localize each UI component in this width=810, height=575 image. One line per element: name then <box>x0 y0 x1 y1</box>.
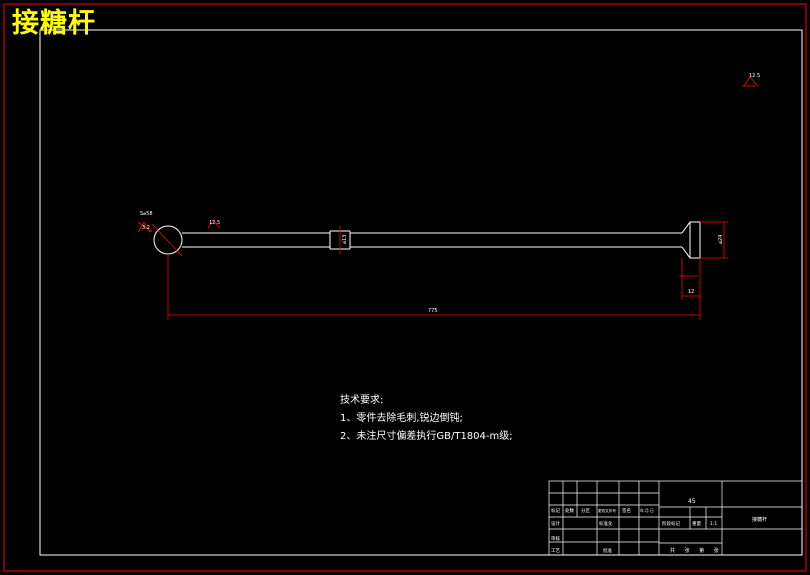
tb-header-1: 处数 <box>565 507 574 514</box>
dim-ball: S⌀58 <box>140 211 153 217</box>
requirement-item-1: 1、零件去除毛刺,锐边倒钝; <box>340 413 463 424</box>
title-block-text: 45 接糖杆 1:1 标记 处数 分区 更改文件号 签名 年.月.日 设计 标准… <box>551 498 767 554</box>
tb-craft: 工艺 <box>551 548 560 554</box>
tb-approve: 批准 <box>603 547 612 554</box>
tb-sheet-info: 共 张 第 张 <box>670 547 723 554</box>
tb-header-3: 更改文件号 <box>598 508 616 513</box>
tb-header-5: 年.月.日 <box>640 508 654 513</box>
dimension-labels: S⌀58 3.2 12.5 ⌀13 ⌀24 12 775 12.5 <box>140 73 760 314</box>
tb-scale: 1:1 <box>710 521 717 527</box>
dim-shaft-rough: 12.5 <box>209 220 220 226</box>
tb-header-2: 分区 <box>581 507 590 514</box>
requirements-heading: 技术要求: <box>340 395 384 406</box>
tb-header-4: 签名 <box>622 507 631 514</box>
dimension-lines <box>137 76 759 320</box>
tb-material: 45 <box>688 498 696 505</box>
roughness-corner-symbol <box>743 76 759 87</box>
drawing-title: 接糖杆 <box>12 8 96 39</box>
title-block-frame <box>548 480 803 556</box>
roughness-shaft-symbol <box>207 219 221 229</box>
tb-stage: 阶段标记 <box>662 520 680 527</box>
ball-rough-leader <box>137 221 153 233</box>
end-head <box>681 221 701 259</box>
ball-dim-leader <box>151 223 183 257</box>
tb-weight: 重量 <box>692 520 701 527</box>
dim-corner-rough: 12.5 <box>749 73 760 79</box>
tb-part-name: 接糖杆 <box>752 516 767 523</box>
dim-end-len: 12 <box>688 289 694 295</box>
roughness-ball-symbol <box>137 221 151 233</box>
requirement-item-2: 2、未注尺寸偏差执行GB/T1804-m级; <box>340 431 513 442</box>
dim-total-len: 775 <box>428 308 438 314</box>
part-outline <box>153 221 701 259</box>
inner-border <box>39 29 803 556</box>
dim-ball-rough: 3.2 <box>142 225 150 231</box>
technical-requirements: 技术要求: 1、零件去除毛刺,锐边倒钝; 2、未注尺寸偏差执行GB/T1804-… <box>340 392 513 446</box>
title-block <box>548 480 803 556</box>
outer-frame <box>3 3 807 572</box>
tb-design: 设计 <box>551 520 560 527</box>
tb-standard: 标准化 <box>599 520 613 527</box>
dim-shaft-dia: ⌀13 <box>342 235 348 244</box>
tb-review: 审核 <box>551 535 560 542</box>
tb-header-0: 标记 <box>551 507 560 514</box>
dim-end-dia: ⌀24 <box>718 235 724 244</box>
